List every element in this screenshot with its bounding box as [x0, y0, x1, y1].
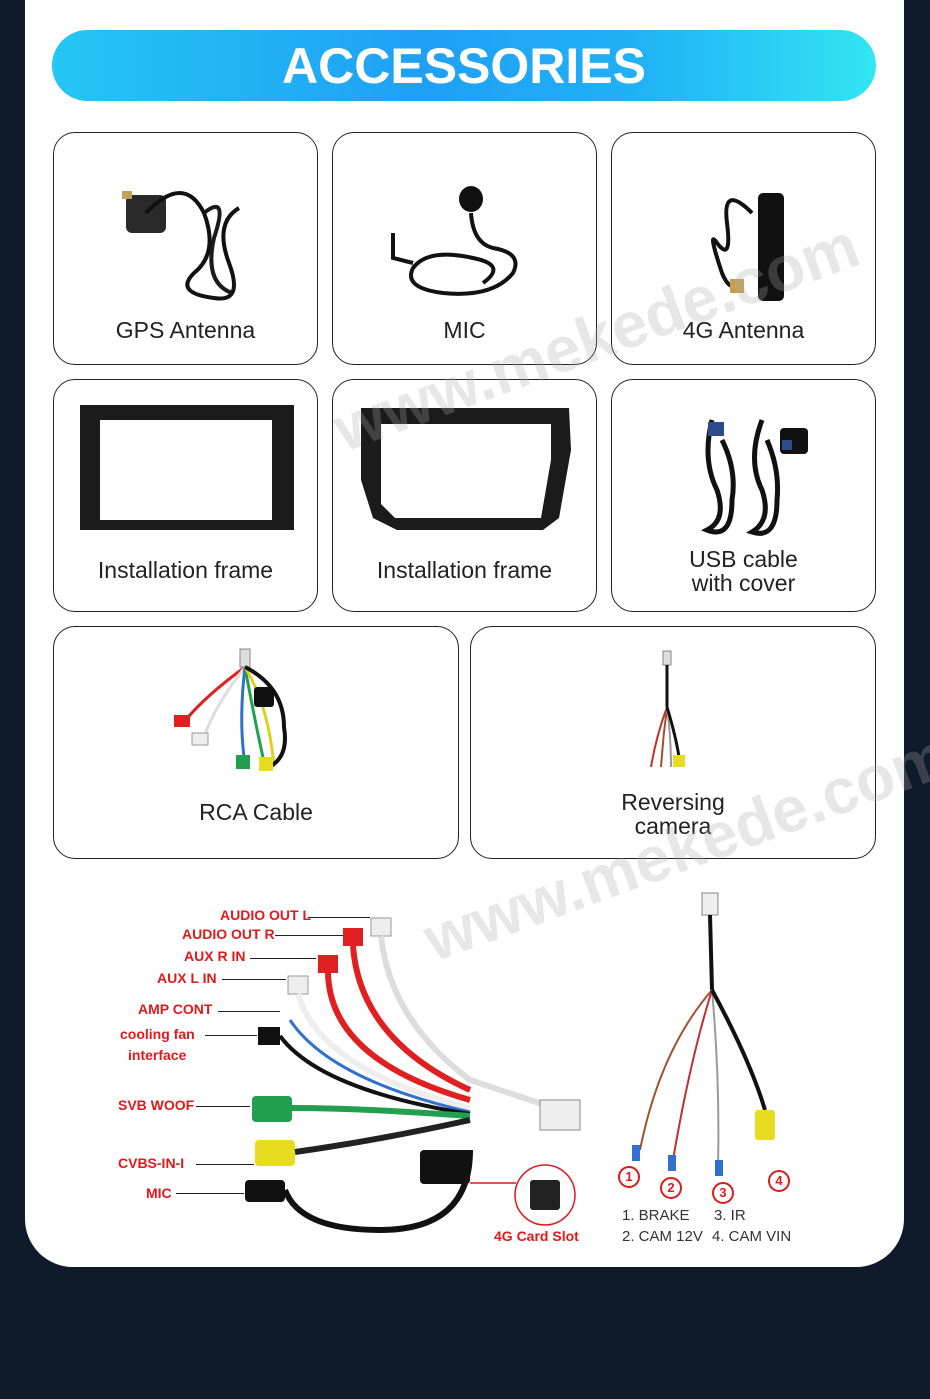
installation-frame-2-label: Installation frame — [376, 557, 553, 583]
label-interface: interface — [128, 1047, 187, 1063]
mic-label: MIC — [443, 317, 486, 343]
gps-antenna-image — [122, 191, 241, 301]
4g-antenna-label: 4G Antenna — [682, 317, 805, 343]
legend-cam-12v: 2. CAM 12V — [622, 1228, 703, 1245]
reversing-camera-cable-image — [650, 650, 685, 768]
leader-cooling-fan — [205, 1035, 257, 1036]
leader-audio-out-l — [308, 917, 370, 918]
usb-cable-image — [700, 419, 808, 536]
leader-amp-cont — [218, 1011, 280, 1012]
marker-2: 2 — [660, 1177, 682, 1199]
card-gps-antenna: GPS Antenna — [53, 132, 318, 365]
card-4g-antenna: 4G Antenna — [611, 132, 876, 365]
leader-mic — [176, 1193, 244, 1194]
leader-aux-l-in — [222, 979, 286, 980]
label-svb-woof: SVB WOOF — [118, 1097, 195, 1113]
legend-brake: 1. BRAKE — [622, 1207, 690, 1224]
page-title: ACCESSORIES — [282, 37, 646, 94]
installation-frame-1-label: Installation frame — [97, 557, 274, 583]
label-aux-r-in: AUX R IN — [184, 948, 246, 964]
legend-cam-vin: 4. CAM VIN — [712, 1228, 792, 1245]
label-cooling-fan: cooling fan — [120, 1026, 195, 1042]
marker-3: 3 — [712, 1182, 734, 1204]
accessories-banner: ACCESSORIES — [52, 30, 876, 101]
4g-antenna-image — [711, 193, 784, 301]
marker-1: 1 — [618, 1166, 640, 1188]
label-audio-out-r: AUDIO OUT R — [182, 926, 275, 942]
card-rca-cable: RCA Cable — [53, 626, 459, 859]
label-mic: MIC — [146, 1185, 172, 1201]
marker-4: 4 — [768, 1170, 790, 1192]
leader-svb-woof — [196, 1106, 250, 1107]
leader-cvbs-in — [196, 1164, 254, 1165]
card-mic: MIC — [332, 132, 597, 365]
legend-ir: 3. IR — [714, 1207, 746, 1224]
gps-antenna-label: GPS Antenna — [115, 317, 256, 343]
label-audio-out-l: AUDIO OUT L — [220, 907, 311, 923]
mic-image — [391, 186, 518, 296]
label-amp-cont: AMP CONT — [138, 1001, 213, 1017]
reversing-camera-label-line2: camera — [634, 813, 712, 839]
usb-cable-label-line1: USB cable — [689, 546, 798, 572]
rca-cable-label: RCA Cable — [199, 799, 313, 825]
card-installation-frame-1: Installation frame — [53, 379, 318, 612]
installation-frame-1-image — [80, 405, 294, 530]
installation-frame-2-image — [361, 408, 571, 530]
card-reversing-camera: Reversing camera — [470, 626, 876, 859]
label-aux-l-in: AUX L IN — [157, 970, 217, 986]
leader-audio-out-r — [275, 935, 343, 936]
rca-cable-image — [174, 648, 287, 771]
card-installation-frame-2: Installation frame — [332, 379, 597, 612]
label-cvbs-in: CVBS-IN-I — [118, 1155, 185, 1171]
reversing-camera-label-line1: Reversing — [621, 789, 725, 815]
usb-cable-label-line2: with cover — [691, 570, 796, 596]
label-4g-card-slot: 4G Card Slot — [494, 1228, 579, 1244]
leader-aux-r-in — [250, 958, 316, 959]
card-usb-cable: USB cable with cover — [611, 379, 876, 612]
